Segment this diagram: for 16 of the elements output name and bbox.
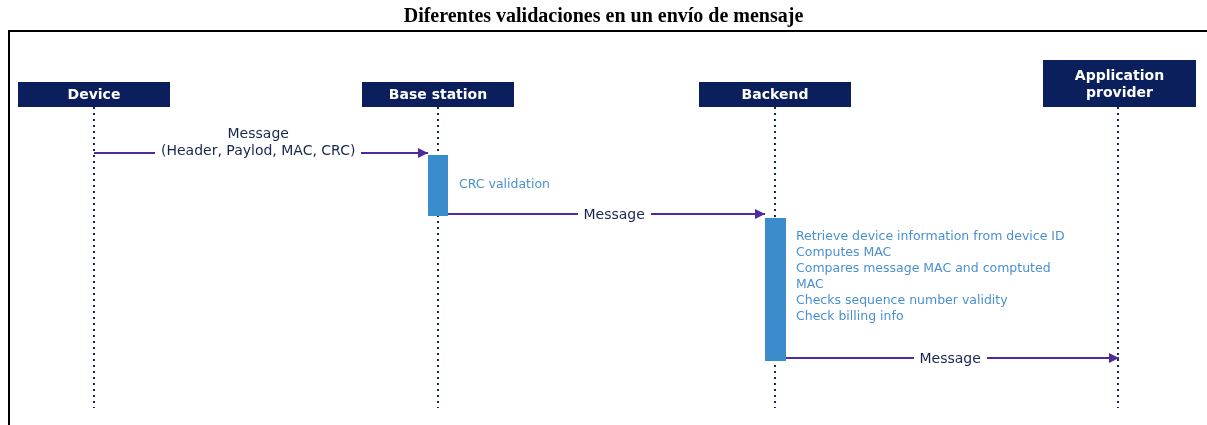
activation-note: Checks sequence number validity <box>796 292 1009 308</box>
edge-label: Message (Header, Paylod, MAC, CRC) <box>155 125 362 159</box>
title: Diferentes validaciones en un envío de mensaje <box>402 4 805 27</box>
edge-label: Message <box>577 206 651 223</box>
activation-bar <box>765 218 786 361</box>
activation-note: Compares message MAC and comptuted MAC <box>796 260 1052 292</box>
activation-note: Computes MAC <box>796 244 893 260</box>
activation-note: Retrieve device information from device ID <box>796 228 1066 244</box>
activation-note: Check billing info <box>796 308 905 324</box>
activation-bar <box>428 155 448 216</box>
participant-box: Device <box>18 82 170 107</box>
activation-note: CRC validation <box>459 176 552 192</box>
participant-box: Backend <box>699 82 851 107</box>
edge-label: Message <box>913 350 987 367</box>
participant-box: Base station <box>362 82 514 107</box>
participant-box: Application provider <box>1043 60 1196 107</box>
